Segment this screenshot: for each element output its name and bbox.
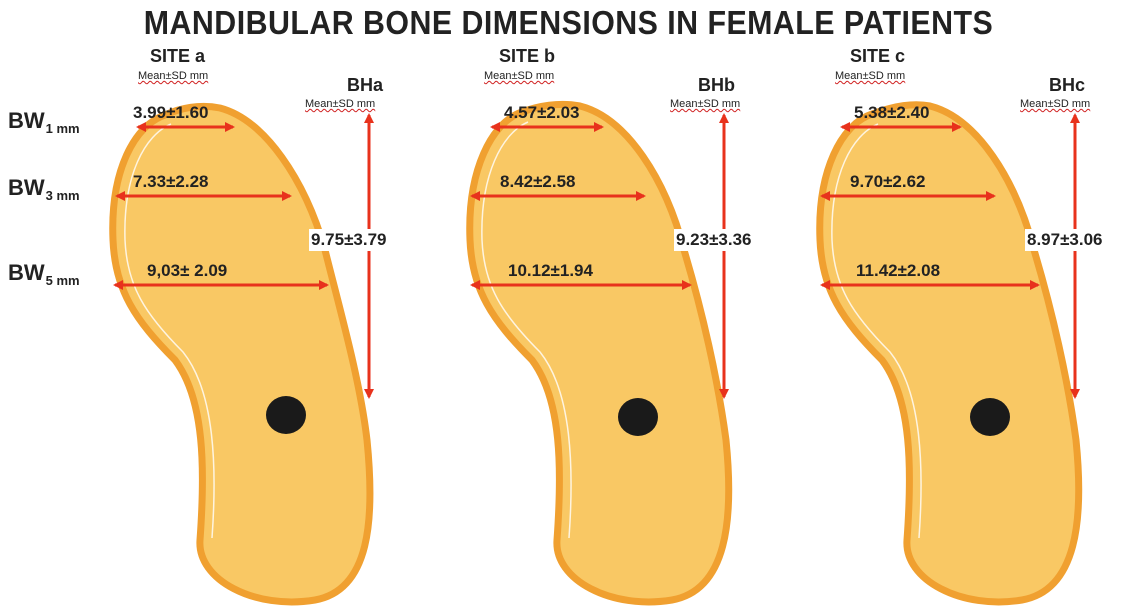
site-c-bw3-value: 9.70±2.62: [850, 172, 926, 192]
site-c-panel: SITE c Mean±SD mm BHc Mean±SD mm 5.38±2.…: [812, 0, 1137, 609]
site-a-bw1-value: 3.99±1.60: [133, 103, 209, 123]
row-label-bw3-sub: 3 mm: [46, 188, 80, 203]
mandibular-canal: [618, 398, 658, 436]
row-label-bw3-main: BW: [8, 175, 45, 200]
site-a-bw5-value: 9,03± 2.09: [147, 261, 227, 281]
site-b-bw1-value: 4.57±2.03: [504, 103, 580, 123]
row-label-bw5-main: BW: [8, 260, 45, 285]
row-label-bw5-sub: 5 mm: [46, 273, 80, 288]
site-a-drawing: [105, 0, 455, 609]
site-c-unit: Mean±SD mm: [835, 70, 905, 82]
bha-label: BHa: [347, 75, 383, 96]
bhb-label: BHb: [698, 75, 735, 96]
mandibular-canal: [970, 398, 1010, 436]
site-b-label: SITE b: [499, 46, 555, 67]
site-b-height-value: 9.23±3.36: [674, 229, 754, 251]
site-c-label: SITE c: [850, 46, 905, 67]
site-b-unit: Mean±SD mm: [484, 70, 554, 82]
site-a-label: SITE a: [150, 46, 205, 67]
mandibular-canal: [266, 396, 306, 434]
site-c-bw5-value: 11.42±2.08: [856, 261, 940, 281]
site-a-panel: SITE a Mean±SD mm BHa Mean±SD mm 3.99±1.…: [105, 0, 455, 609]
site-b-panel: SITE b Mean±SD mm BHb Mean±SD mm 4.57±2.…: [462, 0, 812, 609]
site-a-bw3-value: 7.33±2.28: [133, 172, 209, 192]
site-c-height-value: 8.97±3.06: [1025, 229, 1105, 251]
bhc-unit: Mean±SD mm: [1020, 98, 1090, 110]
site-c-drawing: [812, 0, 1137, 609]
site-a-height-value: 9.75±3.79: [309, 229, 389, 251]
site-b-bw5-value: 10.12±1.94: [508, 261, 593, 281]
site-c-bw1-value: 5.38±2.40: [854, 103, 930, 123]
row-label-bw3: BW3 mm: [8, 175, 80, 201]
row-label-bw1-sub: 1 mm: [46, 121, 80, 136]
site-b-drawing: [462, 0, 812, 609]
row-label-bw1-main: BW: [8, 108, 45, 133]
row-label-bw1: BW1 mm: [8, 108, 80, 134]
site-b-bw3-value: 8.42±2.58: [500, 172, 576, 192]
site-a-unit: Mean±SD mm: [138, 70, 208, 82]
bhb-unit: Mean±SD mm: [670, 98, 740, 110]
row-label-bw5: BW5 mm: [8, 260, 80, 286]
bhc-label: BHc: [1049, 75, 1085, 96]
bha-unit: Mean±SD mm: [305, 98, 375, 110]
